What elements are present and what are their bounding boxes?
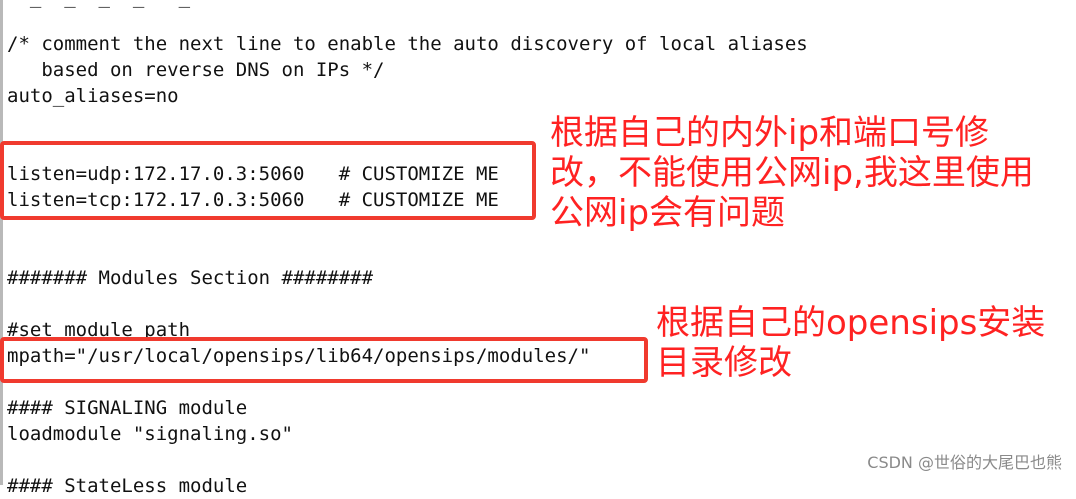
code-line: /* comment the next line to enable the a… xyxy=(7,33,808,55)
mpath-highlight-box xyxy=(0,337,648,383)
code-line-listen-udp: listen=udp:172.17.0.3:5060 # CUSTOMIZE M… xyxy=(7,163,499,185)
code-line-listen-tcp: listen=tcp:172.17.0.3:5060 # CUSTOMIZE M… xyxy=(7,189,499,211)
editor-left-border xyxy=(0,0,3,485)
code-line-partial-top: _ _ _ _ _ xyxy=(7,0,190,10)
code-line: ####### Modules Section ######## xyxy=(7,267,374,289)
annotation-line: 改，不能使用公网ip,我这里使用 xyxy=(550,153,1034,193)
code-line: based on reverse DNS on IPs */ xyxy=(7,59,385,81)
mpath-annotation: 根据自己的opensips安装 目录修改 xyxy=(656,303,1045,383)
code-line: #set module path xyxy=(7,319,191,341)
code-line-mpath: mpath="/usr/local/opensips/lib64/opensip… xyxy=(7,345,591,367)
listen-annotation: 根据自己的内外ip和端口号修 改，不能使用公网ip,我这里使用 公网ip会有问题 xyxy=(550,113,1034,233)
code-line: loadmodule "signaling.so" xyxy=(7,423,293,445)
code-line: #### StateLess module xyxy=(7,475,248,497)
annotation-line: 目录修改 xyxy=(656,343,792,383)
listen-highlight-box xyxy=(0,141,536,220)
annotation-line: 根据自己的opensips安装 xyxy=(656,303,1046,343)
annotation-line: 根据自己的内外ip和端口号修 xyxy=(550,113,990,153)
annotation-line: 公网ip会有问题 xyxy=(550,193,786,233)
code-line: #### SIGNALING module xyxy=(7,397,248,419)
csdn-watermark: CSDN @世俗的大尾巴也熊 xyxy=(867,453,1062,472)
code-line: auto_aliases=no xyxy=(7,85,179,107)
